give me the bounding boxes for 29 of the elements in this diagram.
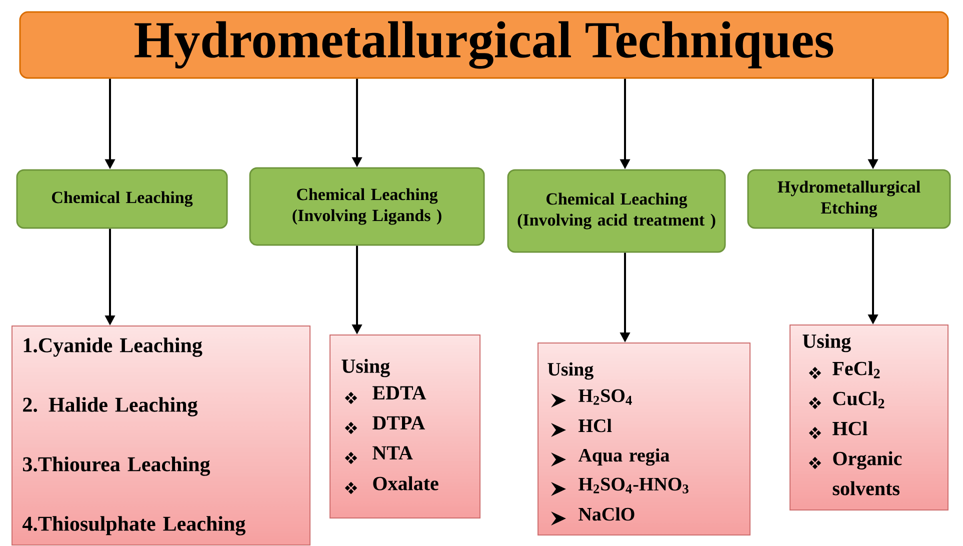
list-box bbox=[330, 334, 480, 518]
list-item: EDTA bbox=[372, 386, 426, 400]
category-box: Chemical Leaching bbox=[16, 169, 228, 229]
list-item: DTPA bbox=[372, 416, 426, 430]
list-item: 2. Halide Leaching bbox=[23, 397, 198, 416]
list-item: H$_{2}$SO$_{4}$ bbox=[578, 389, 632, 405]
list-item: HCl bbox=[832, 421, 868, 436]
list-item: Organic solvents bbox=[832, 451, 902, 496]
list-item: CuCl$_{2}$ bbox=[833, 391, 884, 408]
list-item: H$_{2}$SO$_{4}$-HNO$_{3}$ bbox=[578, 478, 688, 494]
list-heading: Using bbox=[802, 334, 851, 352]
category-box: Chemical Leaching (Involving Ligands ) bbox=[249, 167, 485, 246]
list-item: Oxalate bbox=[373, 476, 438, 490]
list-item: NTA bbox=[372, 446, 413, 460]
list-heading: Using bbox=[342, 358, 390, 378]
list-item: 3.Thiourea Leaching bbox=[22, 456, 210, 476]
list-item: 1.Cyanide Leaching bbox=[24, 338, 202, 357]
category-box: Chemical Leaching (Involving acid treatment ) bbox=[507, 169, 726, 253]
list-item: Aqua regia bbox=[578, 448, 670, 466]
category-box: Hydrometallurgical Etching bbox=[747, 169, 951, 229]
list-item: NaClO bbox=[578, 507, 634, 521]
list-item: HCl bbox=[578, 418, 612, 432]
list-heading: Using bbox=[548, 362, 594, 380]
list-item: FeCl$_{2}$ bbox=[832, 361, 880, 378]
title-banner: Hydrometallurgical Techniques bbox=[19, 11, 949, 79]
list-box bbox=[538, 342, 750, 536]
list-box bbox=[12, 326, 310, 546]
list-item: 4.Thiosulphate Leaching bbox=[22, 516, 246, 536]
list-box bbox=[790, 324, 948, 510]
